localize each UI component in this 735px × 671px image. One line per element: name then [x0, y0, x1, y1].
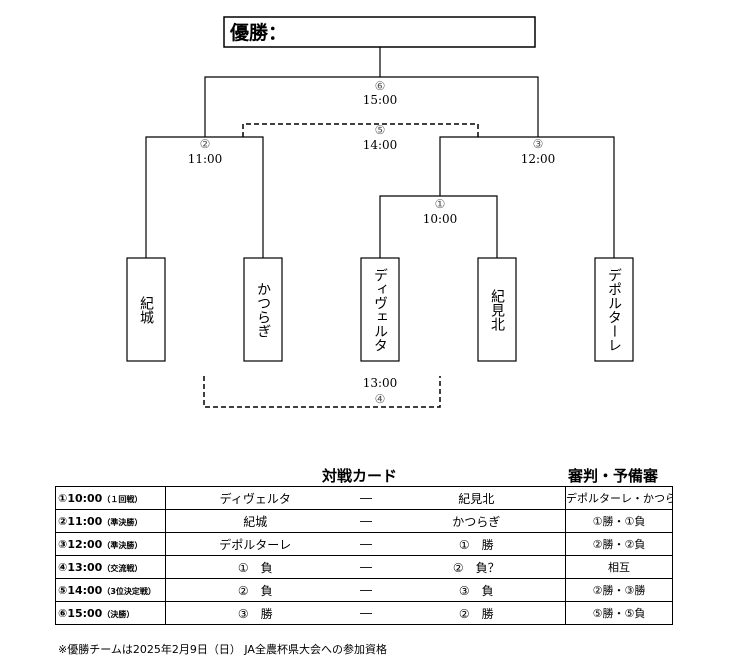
- team-box-4: 紀見北: [477, 257, 517, 362]
- team-box-3: ディヴェルタ: [360, 257, 400, 362]
- match-round: （交流戦）: [102, 563, 143, 573]
- versus-dash: ―: [344, 555, 388, 579]
- match-time: ⑤14:00: [58, 583, 103, 597]
- match-round: （決勝）: [102, 609, 135, 619]
- match-3-time: 12:00: [521, 152, 556, 166]
- team-name: デポルターレ: [606, 268, 622, 352]
- champion-box: [223, 16, 536, 48]
- match-time: ②11:00: [58, 514, 103, 528]
- match-2-number: ②: [200, 137, 211, 151]
- team-b-cell: 紀見北: [387, 486, 566, 510]
- match-2-time: 11:00: [188, 152, 223, 166]
- versus-dash: ―: [344, 601, 388, 625]
- referee-cell: ②勝・③勝: [565, 578, 673, 602]
- referee-cell: ⑤勝・⑤負: [565, 601, 673, 625]
- match-round: （3位決定戦）: [102, 586, 156, 596]
- first-round-bracket-line: [379, 195, 498, 258]
- schedule-row: ④13:00（交流戦）① 負―② 負？相互: [55, 555, 673, 579]
- match-time-cell: ⑥15:00（決勝）: [55, 601, 166, 625]
- match-1-time: 10:00: [423, 212, 458, 226]
- match-time-cell: ④13:00（交流戦）: [55, 555, 166, 579]
- match-1-number: ①: [435, 197, 446, 211]
- team-a-cell: ③ 勝: [165, 601, 345, 625]
- team-b-cell: かつらぎ: [387, 509, 566, 533]
- semifinal-2-bracket-line: [145, 136, 264, 258]
- final-bracket-line: [204, 76, 539, 137]
- team-a-cell: ① 負: [165, 555, 345, 579]
- match-time: ④13:00: [58, 560, 103, 574]
- match-time-cell: ⑤14:00（3位決定戦）: [55, 578, 166, 602]
- match-time-cell: ③12:00（準決勝）: [55, 532, 166, 556]
- versus-dash: ―: [344, 509, 388, 533]
- match-time: ⑥15:00: [58, 606, 103, 620]
- team-a-cell: ② 負: [165, 578, 345, 602]
- match-5-number: ⑤: [375, 123, 386, 137]
- versus-dash: ―: [344, 486, 388, 510]
- team-a-cell: 紀城: [165, 509, 345, 533]
- champion-label: 優勝：: [229, 21, 287, 44]
- referee-cell: デポルターレ・かつらぎ: [565, 486, 673, 510]
- team-name: かつらぎ: [255, 282, 271, 338]
- tournament-bracket: 優勝： ⑥ 15:00 ⑤ 14:00 ② 11:00 ③ 12:00 ① 10…: [126, 16, 634, 408]
- team-b-cell: ③ 負: [387, 578, 566, 602]
- team-b-cell: ① 勝: [387, 532, 566, 556]
- team-box-2: かつらぎ: [243, 257, 283, 362]
- exchange-bracket-line: [203, 376, 441, 408]
- match-time: ①10:00: [58, 491, 103, 505]
- match-5-time: 14:00: [363, 138, 398, 152]
- match-round: （準決勝）: [102, 517, 143, 527]
- match-schedule-table: ①10:00（１回戦）ディヴェルタ―紀見北デポルターレ・かつらぎ②11:00（準…: [55, 486, 673, 625]
- team-b-cell: ② 負？: [387, 555, 566, 579]
- versus-dash: ―: [344, 532, 388, 556]
- match-time-cell: ①10:00（１回戦）: [55, 486, 166, 510]
- match-6-number: ⑥: [375, 79, 386, 93]
- match-time: ③12:00: [58, 537, 103, 551]
- match-3-number: ③: [533, 137, 544, 151]
- team-name: ディヴェルタ: [372, 268, 388, 352]
- schedule-title: 対戦カード: [322, 467, 398, 485]
- team-name: 紀城: [138, 296, 154, 325]
- team-box-5: デポルターレ: [594, 257, 634, 362]
- team-name: 紀見北: [489, 289, 505, 332]
- semifinal-3-bracket-line: [439, 136, 615, 258]
- match-time-cell: ②11:00（準決勝）: [55, 509, 166, 533]
- match-6-time: 15:00: [363, 93, 398, 107]
- team-b-cell: ② 勝: [387, 601, 566, 625]
- referee-cell: 相互: [565, 555, 673, 579]
- team-a-cell: ディヴェルタ: [165, 486, 345, 510]
- referee-cell: ②勝・②負: [565, 532, 673, 556]
- team-a-cell: デポルターレ: [165, 532, 345, 556]
- match-round: （準決勝）: [102, 540, 143, 550]
- match-4-time: 13:00: [363, 376, 398, 390]
- match-round: （１回戦）: [102, 494, 143, 504]
- footnote: ※優勝チームは2025年2月9日（日） JA全農杯県大会への参加資格: [58, 643, 387, 656]
- team-box-1: 紀城: [126, 257, 166, 362]
- referee-cell: ①勝・①負: [565, 509, 673, 533]
- versus-dash: ―: [344, 578, 388, 602]
- referee-title: 審判・予備審: [568, 467, 659, 485]
- third-place-bracket-line: [242, 123, 479, 137]
- match-4-number: ④: [375, 392, 386, 406]
